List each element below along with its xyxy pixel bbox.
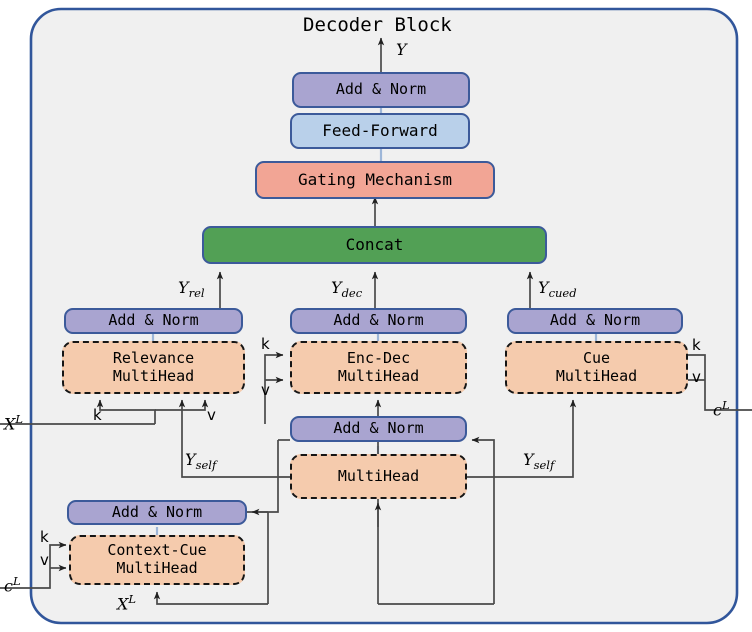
block-feed-forward[interactable]: Feed-Forward: [290, 113, 470, 149]
block-context-cue-multihead[interactable]: Context-Cue MultiHead: [69, 535, 245, 585]
label-x-left: XL: [4, 412, 24, 434]
block-relevance-multihead[interactable]: Relevance MultiHead: [62, 341, 245, 394]
page-title: Decoder Block: [303, 14, 452, 36]
label-y-cued: Ycued: [538, 278, 577, 301]
block-add-norm-cue[interactable]: Add & Norm: [507, 308, 683, 334]
label-c-left: cL: [4, 574, 21, 596]
block-gating-mechanism[interactable]: Gating Mechanism: [255, 161, 495, 199]
wire-yself-left: [178, 399, 290, 478]
kv-label-context-cue-v: v: [40, 551, 49, 569]
block-add-norm-context-cue[interactable]: Add & Norm: [67, 500, 247, 525]
wire-yself-right: [467, 399, 577, 478]
label-y-self-right: Yself: [523, 450, 555, 473]
label-x-bottom: XL: [117, 592, 137, 614]
label-y-self-left: Yself: [185, 450, 217, 473]
block-concat[interactable]: Concat: [202, 226, 547, 264]
wire-self-addnorm-in: [471, 436, 495, 604]
kv-label-relevance-v: v: [207, 406, 216, 424]
block-self-multihead[interactable]: MultiHead: [290, 454, 467, 499]
kv-label-cue-v: v: [692, 368, 701, 386]
wire-rel-k: [96, 399, 156, 424]
block-add-norm-relevance[interactable]: Add & Norm: [64, 308, 243, 334]
wire-cue-k: [677, 351, 752, 411]
block-add-norm-top[interactable]: Add & Norm: [292, 72, 470, 108]
kv-label-relevance-k: k: [93, 406, 102, 424]
kv-label-encdec-k: k: [261, 335, 270, 353]
label-y-dec: Ydec: [331, 278, 363, 301]
wire-encdec-k: [264, 351, 284, 424]
block-add-norm-encdec[interactable]: Add & Norm: [290, 308, 467, 334]
kv-label-context-cue-k: k: [40, 528, 49, 546]
block-encdec-multihead[interactable]: Enc-Dec MultiHead: [290, 341, 467, 394]
wire-xl-ctx-q: [153, 591, 268, 605]
block-cue-multihead[interactable]: Cue MultiHead: [505, 341, 688, 394]
kv-label-encdec-v: v: [261, 381, 270, 399]
kv-label-cue-k: k: [692, 336, 701, 354]
label-output-y: Y: [396, 40, 407, 59]
wire-ctx-k: [0, 541, 67, 589]
label-c-right: cL: [713, 398, 730, 420]
block-add-norm-self[interactable]: Add & Norm: [290, 416, 467, 442]
label-y-rel: Yrel: [178, 278, 205, 301]
wire-rel-v: [155, 399, 209, 411]
